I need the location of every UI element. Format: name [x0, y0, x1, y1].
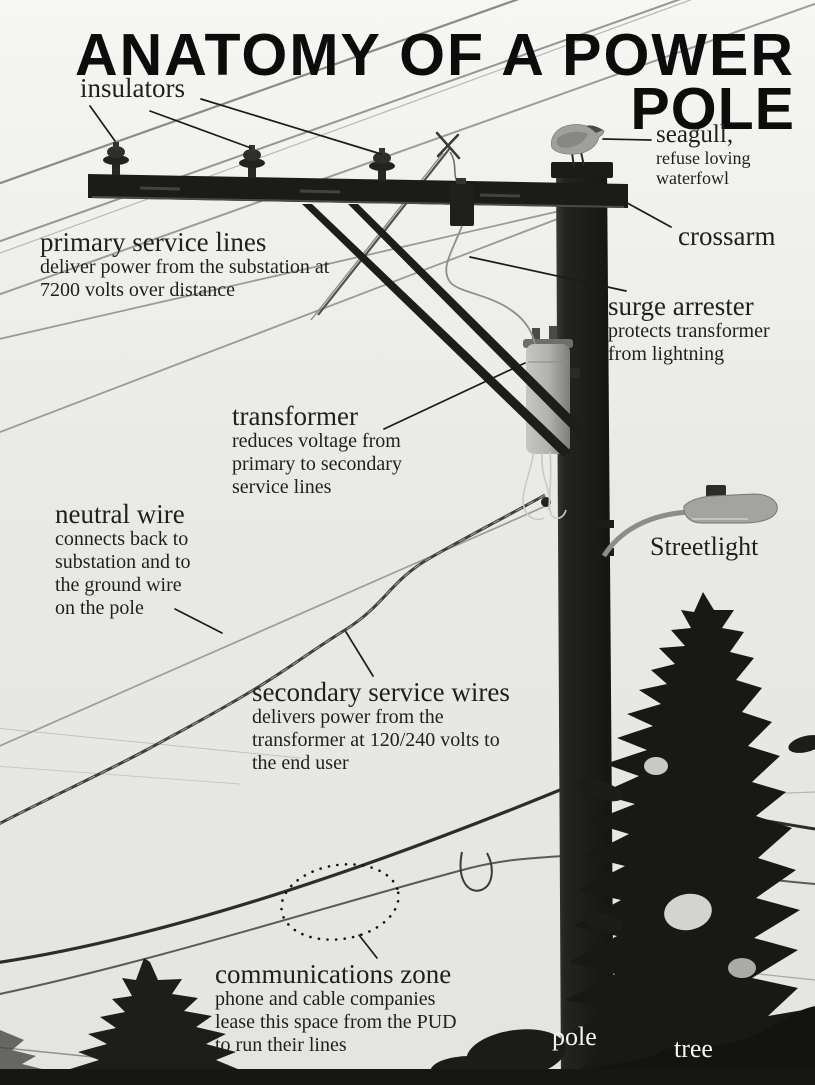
crossarm-brace-1	[302, 204, 572, 457]
label-tree: tree	[674, 1034, 713, 1063]
streetlight-photocell	[706, 485, 726, 498]
streetlight-fixture	[596, 485, 778, 558]
label-pole: pole	[552, 1022, 597, 1051]
label-streetlight: Streetlight	[650, 532, 759, 561]
insulator-2	[239, 145, 265, 178]
leader-surge-arrester	[469, 256, 627, 292]
small-evergreen-tree	[45, 958, 245, 1072]
streetlight-arm	[601, 509, 691, 558]
span-wire-1	[0, 207, 574, 340]
leader-insulator-3	[200, 98, 382, 155]
span-wire-2	[0, 217, 561, 434]
label-neutral-wire: neutral wire connects back to substation…	[55, 499, 191, 620]
crossarm-brace-2	[348, 204, 590, 439]
trees	[0, 592, 815, 1085]
seagull-icon	[551, 124, 605, 168]
page-title: ANATOMY OF A POWER POLE	[75, 22, 795, 142]
label-primary-service-lines: primary service lines deliver power from…	[40, 227, 330, 302]
wire-splice	[435, 131, 461, 160]
label-insulators: insulators	[80, 73, 185, 103]
wire-drip-loop	[459, 851, 493, 892]
label-transformer: transformer reduces voltage from primary…	[232, 401, 402, 499]
label-secondary-service-wires: secondary service wires delivers power f…	[252, 677, 510, 775]
leader-secondary-wires	[345, 631, 374, 677]
bottom-hedge	[0, 1069, 815, 1085]
label-communications-zone: communications zone phone and cable comp…	[215, 959, 457, 1057]
leader-crossarm	[619, 198, 672, 228]
title-line-1: ANATOMY OF A POWER	[75, 22, 795, 89]
leader-lines	[89, 98, 672, 959]
leader-insulator-1	[89, 105, 116, 142]
leader-transformer	[383, 362, 526, 430]
leader-seagull	[602, 138, 652, 141]
surge-arrester-wire	[445, 225, 536, 345]
primary-wires	[0, 0, 815, 296]
seagull-wing	[556, 131, 588, 148]
crossarm-assembly	[88, 131, 628, 457]
secondary-wire-line	[0, 493, 546, 826]
label-surge-arrester: surge arrester protects transformer from…	[608, 291, 770, 366]
insulator-3	[369, 148, 395, 181]
seagull-head	[586, 125, 603, 133]
label-crossarm: crossarm	[678, 221, 776, 251]
streetlight-head	[683, 493, 778, 524]
communications-zone-ellipse	[280, 863, 400, 941]
label-seagull: seagull, refuse loving waterfowl	[656, 121, 751, 189]
leader-neutral-wire	[174, 608, 223, 634]
corner-bush	[0, 1030, 46, 1070]
pole-top-cap	[551, 162, 613, 178]
surge-arrester-device	[450, 178, 474, 226]
transformer-wires	[522, 451, 567, 521]
bottom-right-foliage	[557, 1006, 815, 1085]
neutral-wire-line	[0, 504, 549, 747]
title-line-2: POLE	[630, 75, 795, 142]
leader-communications-zone	[358, 934, 378, 959]
leader-insulator-2	[149, 110, 252, 149]
insulator-1	[103, 142, 129, 175]
